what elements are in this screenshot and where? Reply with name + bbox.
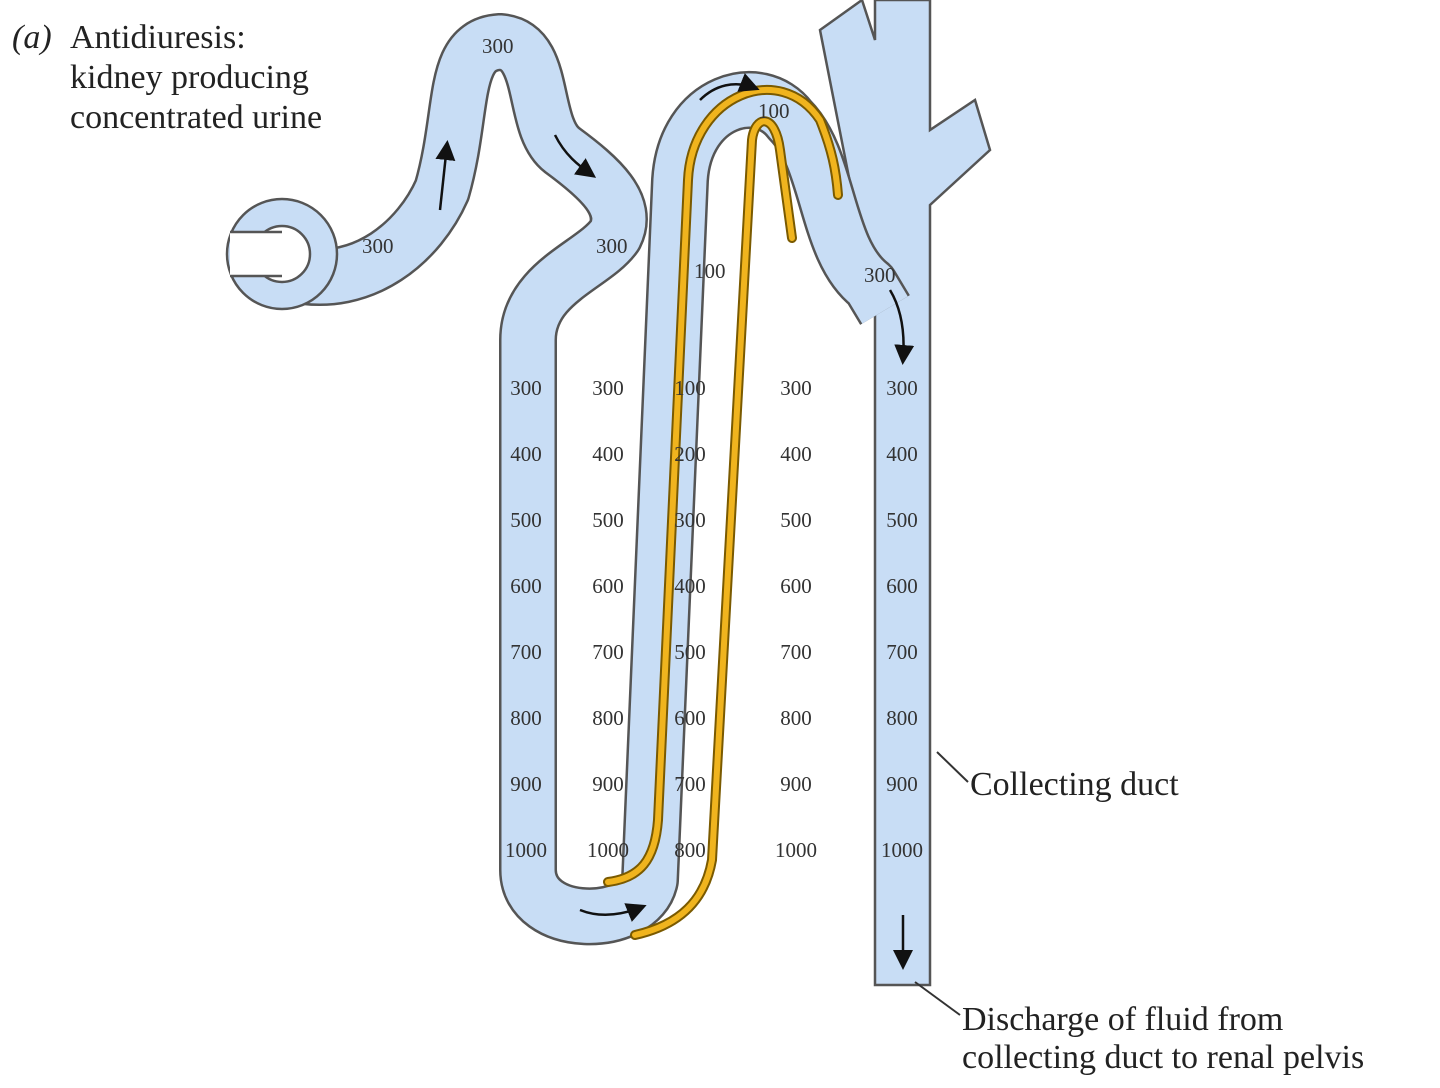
distal-top-value: 100 [758,99,790,123]
interstitium-left-value: 900 [592,772,624,796]
title-line-2: kidney producing [70,59,309,96]
interstitium-right-value: 1000 [775,838,817,862]
interstitium-right-value: 300 [780,376,812,400]
ascending-limb-value: 800 [674,838,706,862]
descending-limb-value: 800 [510,706,542,730]
collecting-duct-value: 400 [886,442,918,466]
top-osmolarity-values: 300 300 300 100 100 300 [362,34,896,287]
descending-limb-value: 600 [510,574,542,598]
collecting-duct-value: 300 [886,376,918,400]
collecting-duct-value: 500 [886,508,918,532]
descending-limb-value: 900 [510,772,542,796]
interstitium-right-value: 600 [780,574,812,598]
descending-limb-value: 700 [510,640,542,664]
flow-arrow-icon [435,73,915,970]
ascending-top-value: 100 [694,259,726,283]
descending-limb-value: 300 [510,376,542,400]
collecting-top-value: 300 [864,263,896,287]
nephron-tubule [225,13,910,946]
interstitium-left-value: 700 [592,640,624,664]
interstitium-left-value: 300 [592,376,624,400]
descending-limb-value: 500 [510,508,542,532]
collecting-duct-label: Collecting duct [970,766,1179,803]
collecting-duct-value: 600 [886,574,918,598]
interstitium-right-value: 700 [780,640,812,664]
collecting-duct-value: 900 [886,772,918,796]
descending-limb-value: 400 [510,442,542,466]
descending-top-value: 300 [596,234,628,258]
descending-limb-value: 1000 [505,838,547,862]
interstitium-right-value: 400 [780,442,812,466]
interstitium-left-value: 400 [592,442,624,466]
title-line-1: Antidiuresis: [70,19,246,56]
interstitium-left-value: 600 [592,574,624,598]
label-pointers [914,751,969,1016]
osmolarity-columns: 300 400 500 600 700 800 900 1000 300 400 500 600 700… [505,376,923,862]
interstitium-right-value: 800 [780,706,812,730]
loop-top-value: 300 [482,34,514,58]
ascending-limb-value: 300 [674,508,706,532]
interstitium-right-value: 900 [780,772,812,796]
discharge-label-line-2: collecting duct to renal pelvis [962,1039,1364,1076]
interstitium-left-value: 500 [592,508,624,532]
figure-title: (a) Antidiuresis: kidney producing conce… [12,19,322,136]
collecting-duct-value: 700 [886,640,918,664]
ascending-limb-value: 500 [674,640,706,664]
ascending-limb-value: 400 [674,574,706,598]
interstitium-left-value: 1000 [587,838,629,862]
title-line-3: concentrated urine [70,99,322,136]
discharge-label-line-1: Discharge of fluid from [962,1001,1283,1038]
ascending-limb-value: 100 [674,376,706,400]
ascending-limb-value: 700 [674,772,706,796]
panel-letter: (a) [12,19,52,56]
ascending-limb-value: 600 [674,706,706,730]
ascending-limb-value: 200 [674,442,706,466]
collecting-duct-value: 800 [886,706,918,730]
interstitium-left-value: 800 [592,706,624,730]
proximal-value: 300 [362,234,394,258]
interstitium-right-value: 500 [780,508,812,532]
collecting-duct-value: 1000 [881,838,923,862]
thick-ascending-limb [603,85,843,940]
